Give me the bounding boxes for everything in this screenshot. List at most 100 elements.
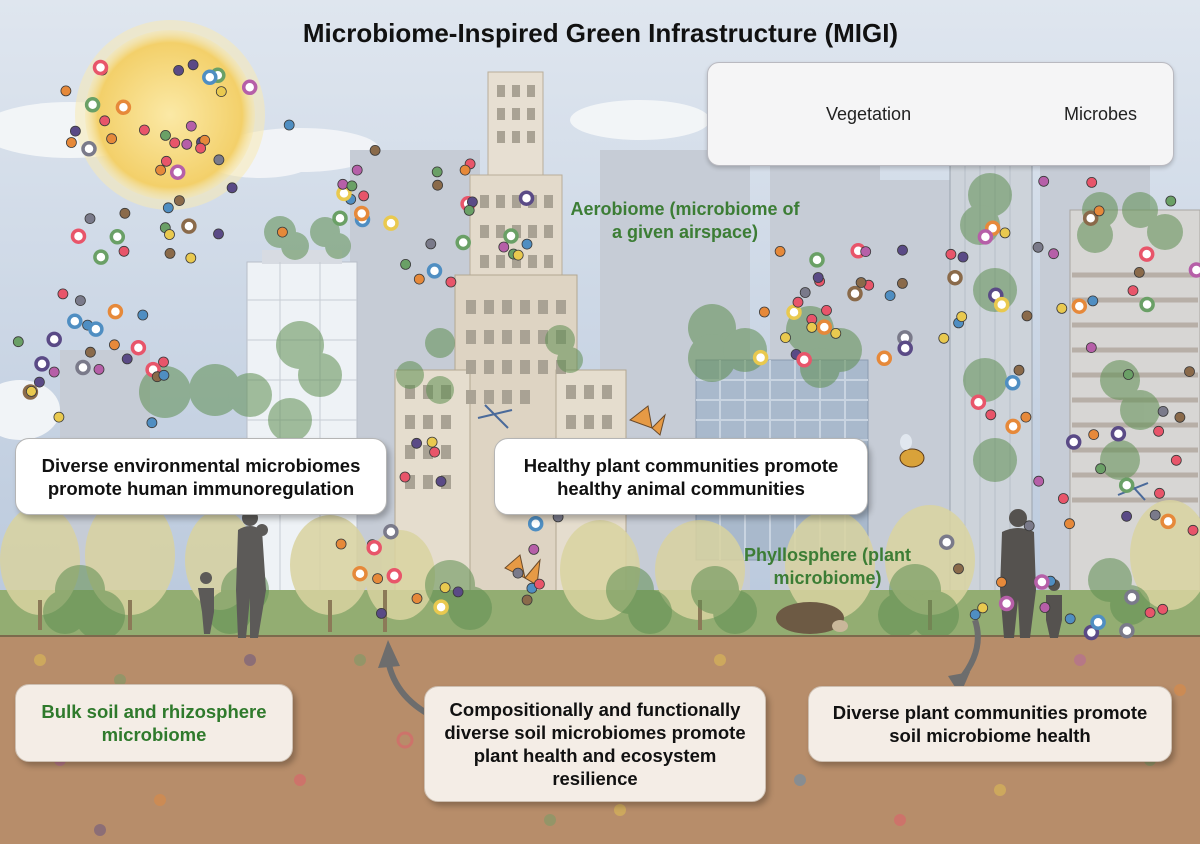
microbe-particle: [431, 166, 443, 178]
microbe-particle: [1090, 614, 1106, 631]
microbe-particle: [1038, 175, 1050, 187]
microbe-particle: [93, 363, 105, 375]
microbe-particle: [1139, 296, 1155, 313]
microbe-particle: [60, 85, 72, 97]
bee: [899, 434, 925, 468]
microbe-particle: [432, 179, 444, 191]
microbe-particle: [226, 182, 238, 194]
microbe-particle: [969, 609, 981, 620]
microbe-particle: [34, 376, 45, 388]
callout-animal-communities: Healthy plant communities promote health…: [494, 438, 868, 515]
microbe-particle: [1119, 622, 1135, 639]
microbe-particle: [57, 288, 69, 300]
microbe-particle: [1165, 195, 1177, 207]
microbe-particle: [173, 195, 185, 207]
microbe-particle: [48, 366, 60, 378]
microbe-particle: [169, 137, 181, 149]
microbe-particle: [115, 99, 132, 116]
microbe-particle: [84, 97, 101, 113]
microbe-particle: [534, 578, 545, 590]
microbe-particle: [92, 59, 109, 76]
microbe-particle: [445, 276, 457, 288]
microbe-particle: [137, 309, 149, 321]
microbe-particle: [213, 228, 224, 240]
microbe-particle: [799, 287, 811, 298]
microbe-particle: [796, 352, 812, 368]
microbe-particle: [130, 339, 147, 356]
legend-vegetation-label: Vegetation: [826, 104, 912, 124]
microbe-particle: [1033, 475, 1045, 487]
microbe-particle: [1157, 405, 1169, 417]
microbe-particle: [1144, 607, 1156, 618]
microbe-particle: [12, 336, 24, 348]
microbe-particle: [185, 120, 197, 132]
microbe-particle: [1034, 574, 1050, 590]
microbe-particle: [1064, 518, 1075, 530]
microbe-particle: [25, 385, 37, 397]
microbe-particle: [1093, 205, 1105, 217]
microbe-particle: [386, 568, 403, 584]
microbe-particle: [816, 319, 833, 335]
microbe-particle: [1124, 589, 1140, 605]
microbe-particle: [1056, 302, 1068, 314]
microbe-particle: [1157, 603, 1169, 615]
microbe-particle: [75, 359, 91, 376]
microbe-particle: [1095, 463, 1106, 475]
microbe-particle: [426, 263, 443, 279]
microbe-particle: [337, 178, 349, 190]
callout-bulk-soil: Bulk soil and rhizosphere microbiome: [15, 684, 293, 762]
microbe-particle: [938, 332, 950, 344]
microbe-particle: [1005, 418, 1021, 435]
microbe-particle: [1184, 366, 1195, 378]
legend: Vegetation Microbes: [707, 62, 1174, 166]
microbe-particle: [1170, 454, 1182, 466]
microbe-particle: [521, 238, 533, 250]
microbe-particle: [1138, 246, 1155, 262]
microbe-particle: [897, 277, 908, 289]
microbe-particle: [498, 241, 510, 253]
microbe-particle: [855, 277, 867, 288]
microbe-particle: [81, 141, 97, 157]
microbe-particle: [335, 538, 347, 550]
microbe-particle: [938, 534, 955, 550]
microbe-particle: [806, 321, 818, 333]
microbe-particle: [1085, 342, 1097, 354]
microbe-particle: [213, 154, 225, 166]
microbe-particle: [160, 129, 171, 141]
microbe-particle: [527, 515, 544, 532]
microbe-particle: [897, 244, 908, 256]
microbe-particle: [996, 576, 1007, 588]
microbe-particle: [332, 210, 348, 226]
microbe-particle: [138, 124, 150, 136]
microbe-particle: [369, 144, 381, 156]
microbe-particle: [169, 164, 186, 180]
microbe-particle: [383, 215, 399, 231]
microbe-particle: [283, 119, 295, 131]
microbe-particle: [107, 303, 124, 320]
microbe-particle: [146, 417, 158, 429]
microbe-particle: [121, 353, 133, 365]
microbe-particle: [241, 79, 258, 96]
microbe-particle: [383, 523, 399, 540]
microbe-particle: [66, 137, 77, 148]
microbe-particle: [164, 247, 176, 259]
microbe-particle: [956, 311, 968, 323]
microbe-particle: [860, 246, 872, 258]
microbe-particle: [1013, 364, 1025, 376]
microbe-particle: [1048, 248, 1059, 260]
microbe-particle: [876, 350, 893, 367]
hedgehog: [776, 602, 848, 634]
microbe-particle: [780, 332, 791, 344]
microbe-particle: [276, 226, 288, 238]
callout-soil-microbiomes: Compositionally and functionally diverse…: [424, 686, 766, 802]
microbe-particle: [352, 565, 368, 582]
microbe-particle: [459, 164, 471, 176]
microbe-particle: [1174, 411, 1186, 423]
microbe-particle: [106, 133, 117, 145]
microbe-particle: [70, 228, 87, 244]
microbe-particle: [897, 340, 913, 357]
microbe-particle: [1032, 241, 1044, 253]
microbe-particle: [945, 248, 957, 260]
microbe-particle: [1153, 425, 1164, 437]
microbe-particle: [160, 155, 172, 167]
